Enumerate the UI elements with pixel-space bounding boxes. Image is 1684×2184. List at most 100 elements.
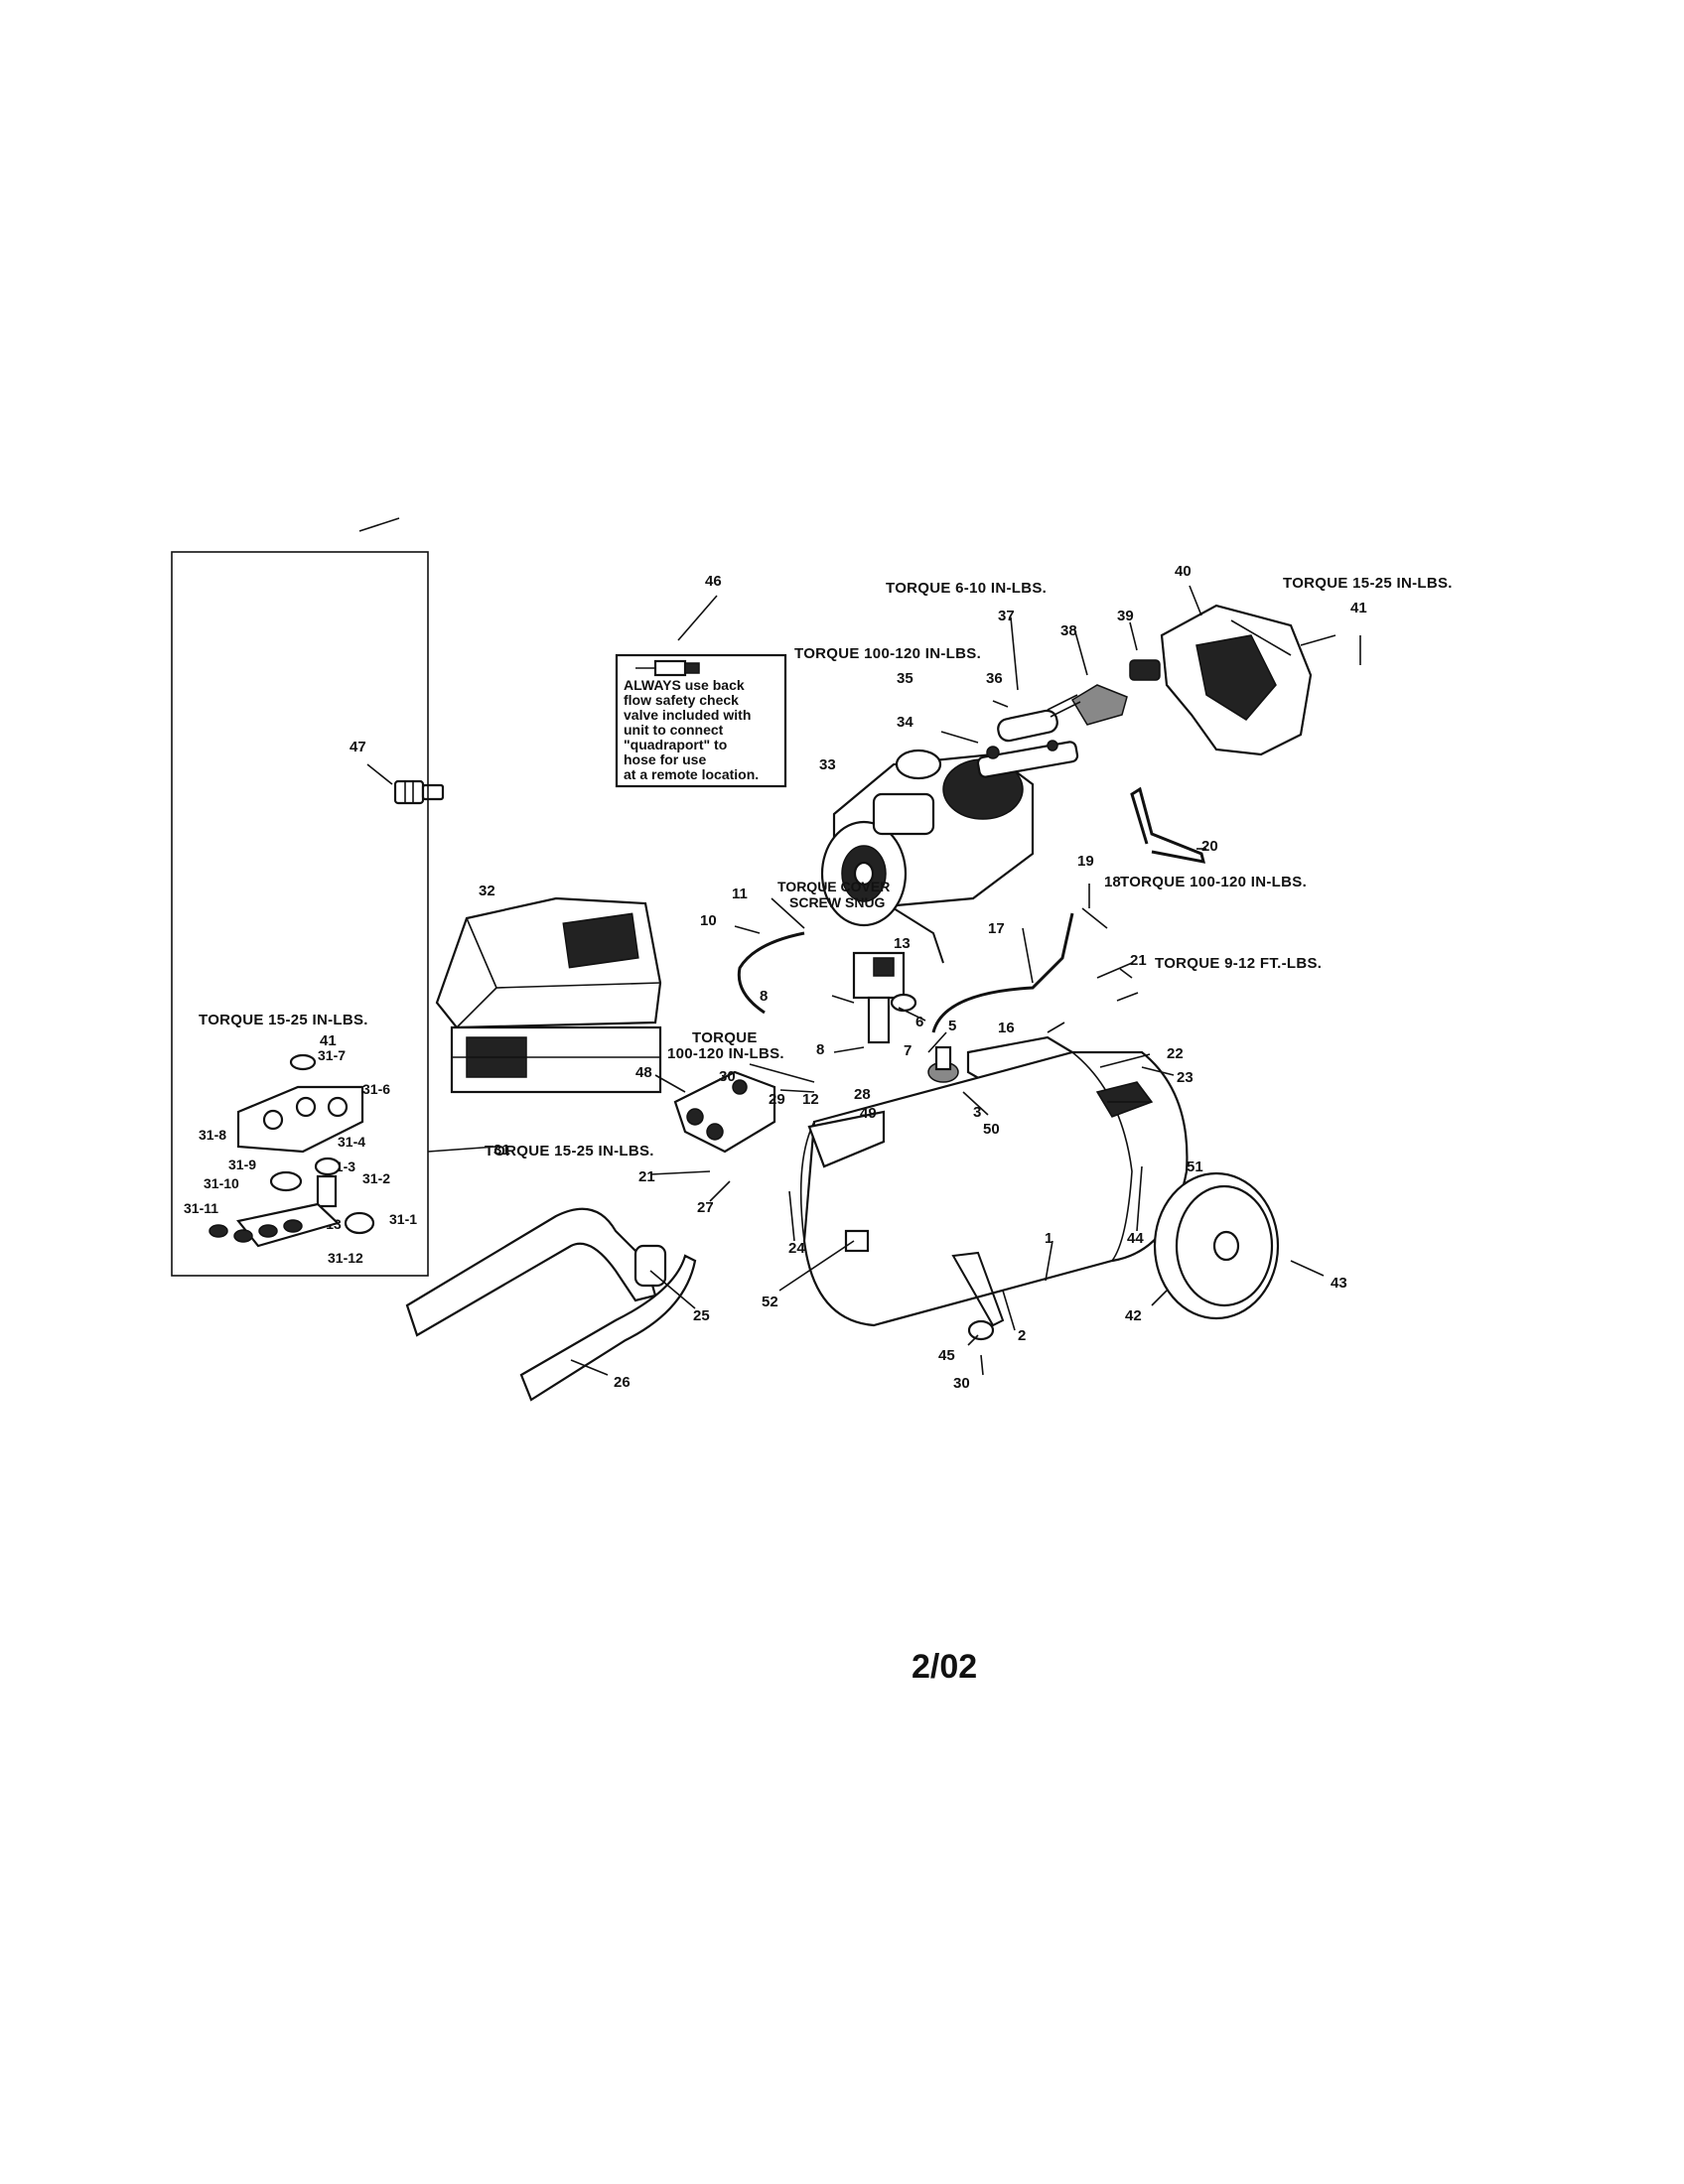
part-36: 36	[986, 670, 1003, 687]
part-47: 47	[350, 739, 366, 755]
wheel-part	[1153, 1171, 1280, 1320]
outlet-tube-part	[931, 912, 1074, 1033]
part-31-7: 31-7	[318, 1047, 346, 1063]
warning-line-5: "quadraport" to	[624, 737, 727, 752]
part-27: 27	[697, 1199, 714, 1216]
part-46: 46	[705, 573, 722, 590]
torque-label-mid-1: TORQUE	[692, 1029, 758, 1046]
part-50: 50	[983, 1121, 1000, 1138]
part-12: 12	[802, 1091, 819, 1108]
part-29: 29	[769, 1091, 785, 1108]
tank-leg-part	[951, 1251, 1005, 1327]
part-38: 38	[1060, 622, 1077, 639]
warning-line-2: flow safety check	[624, 692, 739, 708]
part-45: 45	[938, 1347, 955, 1364]
warning-label-text: ALWAYS use back flow safety check valve …	[624, 677, 759, 782]
part-3: 3	[973, 1104, 981, 1121]
part-2: 2	[1018, 1327, 1026, 1344]
warning-line-7: at a remote location.	[624, 766, 759, 782]
warning-line-6: hose for use	[624, 751, 706, 767]
valve-plate-part	[1047, 684, 1128, 726]
power-cord-part	[737, 931, 805, 1015]
part-22: 22	[1167, 1045, 1184, 1062]
part-8-top: 8	[760, 988, 768, 1005]
part-48: 48	[635, 1064, 652, 1081]
part-31-1: 31-1	[389, 1211, 417, 1227]
part-31-2: 31-2	[362, 1170, 390, 1186]
torque-label-6-10: TORQUE 6-10 IN-LBS.	[886, 580, 1047, 597]
rubber-foot-part	[967, 1319, 995, 1341]
part-31-9: 31-9	[228, 1157, 256, 1172]
part-43: 43	[1331, 1275, 1347, 1292]
part-19: 19	[1077, 853, 1094, 870]
revision-date: 2/02	[912, 1648, 977, 1686]
part-13: 13	[894, 935, 911, 952]
part-40: 40	[1175, 563, 1192, 580]
part-31-12: 31-12	[328, 1250, 363, 1266]
torque-label-mid-2: 100-120 IN-LBS.	[667, 1045, 784, 1062]
part-31-6: 31-6	[362, 1081, 390, 1097]
manifold-part	[673, 1070, 776, 1154]
torque-label-100-120-top: TORQUE 100-120 IN-LBS.	[794, 645, 981, 662]
regulator-part	[927, 1045, 959, 1083]
part-52: 52	[762, 1294, 778, 1310]
handle-part	[405, 1207, 697, 1402]
part-21-top: 21	[1130, 952, 1147, 969]
air-tank-part	[799, 1050, 1189, 1327]
gasket-plate-part	[976, 709, 1079, 778]
part-31-4: 31-4	[338, 1134, 365, 1150]
part-37: 37	[998, 608, 1015, 624]
part-11: 11	[732, 886, 748, 902]
motor-cord-part	[893, 907, 944, 964]
warning-label-box	[615, 653, 787, 788]
torque-label-cover-1: TORQUE COVER	[777, 879, 890, 894]
part-21-mid: 21	[638, 1168, 655, 1185]
part-41-top: 41	[1350, 600, 1367, 616]
part-7: 7	[904, 1042, 912, 1059]
part-30-top: 30	[719, 1068, 736, 1085]
part-number-labels: 46 47 40 41 37 38 39 35 36 34 33 20 19 1…	[320, 563, 1367, 1392]
warning-line-3: valve included with	[624, 707, 751, 723]
torque-label-15-25-left: TORQUE 15-25 IN-LBS.	[199, 1012, 368, 1028]
torque-label-15-25-top: TORQUE 15-25 IN-LBS.	[1283, 575, 1453, 592]
quadraport-part-geometry	[209, 1053, 375, 1248]
part-6: 6	[915, 1014, 923, 1030]
check-valve-part	[393, 779, 445, 805]
part-28: 28	[854, 1086, 871, 1103]
part-31-10: 31-10	[204, 1175, 239, 1191]
part-34: 34	[897, 714, 913, 731]
torque-label-9-12: TORQUE 9-12 FT.-LBS.	[1155, 955, 1322, 972]
part-24: 24	[788, 1240, 805, 1257]
part-1: 1	[1045, 1230, 1052, 1247]
part-32: 32	[479, 883, 495, 899]
part-10: 10	[700, 912, 717, 929]
tank-bracket-part	[807, 1110, 886, 1168]
warning-line-4: unit to connect	[624, 722, 724, 738]
part-30-bottom: 30	[953, 1375, 970, 1392]
discharge-tube-part	[1130, 786, 1206, 864]
torque-label-cover-2: SCREW SNUG	[789, 894, 886, 910]
part-51: 51	[1187, 1159, 1203, 1175]
torque-label-100-120-right: TORQUE 100-120 IN-LBS.	[1120, 874, 1307, 890]
part-26: 26	[614, 1374, 631, 1391]
part-31: 31	[493, 1142, 510, 1159]
shroud-cover-part	[435, 896, 662, 1094]
part-41-left: 41	[320, 1032, 337, 1049]
torque-label-handle: TORQUE 15-25 IN-LBS.	[485, 1143, 654, 1160]
part-49: 49	[860, 1105, 877, 1122]
pressure-switch-part	[852, 951, 917, 1044]
part-44: 44	[1127, 1230, 1144, 1247]
torque-labels: TORQUE 6-10 IN-LBS. TORQUE 15-25 IN-LBS.…	[199, 575, 1453, 1160]
rear-shroud-part	[1160, 604, 1313, 756]
part-39: 39	[1117, 608, 1134, 624]
part-25: 25	[693, 1307, 710, 1324]
part-42: 42	[1125, 1307, 1142, 1324]
part-16: 16	[998, 1020, 1015, 1036]
part-5: 5	[948, 1018, 956, 1034]
part-23: 23	[1177, 1069, 1193, 1086]
warning-line-1: ALWAYS use back	[624, 677, 745, 693]
part-20: 20	[1201, 838, 1218, 855]
part-35: 35	[897, 670, 913, 687]
part-8-mid: 8	[816, 1041, 824, 1058]
